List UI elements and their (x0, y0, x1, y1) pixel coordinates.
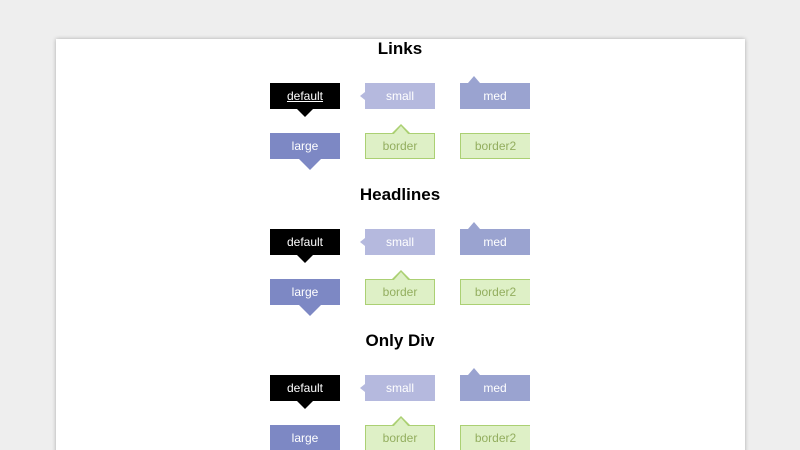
link-bubble-border2[interactable]: border2 (460, 133, 530, 159)
link-bubble-large[interactable]: large (270, 133, 340, 170)
div-bubble-border2: border2 (460, 425, 530, 450)
div-bubble-small: small (360, 375, 435, 401)
page-sheet: Links default small med large border bor… (55, 39, 745, 450)
headline-bubble-border: border (365, 270, 435, 305)
headline-bubble-border2: border2 (460, 279, 530, 305)
section-links: Links default small med large border bor… (56, 39, 745, 170)
link-bubble-small[interactable]: small (360, 83, 435, 109)
bubble-row: large border border2 (56, 416, 745, 450)
bubble-row: large border border2 (56, 270, 745, 316)
headline-bubble-large: large (270, 279, 340, 316)
headline-bubble-small: small (360, 229, 435, 255)
section-only-div: Only Div default small med large border … (56, 331, 745, 450)
link-bubble-med[interactable]: med (460, 76, 530, 109)
section-headlines: Headlines default small med large border… (56, 185, 745, 316)
bubble-row: default small med (56, 222, 745, 263)
link-bubble-border[interactable]: border (365, 124, 435, 159)
section-title-only-div: Only Div (365, 331, 435, 350)
bubble-row: default small med (56, 76, 745, 117)
div-bubble-default: default (270, 375, 340, 409)
section-title-headlines: Headlines (359, 185, 441, 204)
headline-bubble-med: med (460, 222, 530, 255)
headline-bubble-default: default (270, 229, 340, 263)
div-bubble-med: med (460, 368, 530, 401)
div-bubble-border: border (365, 416, 435, 450)
bubble-row: default small med (56, 368, 745, 409)
section-title-links: Links (377, 39, 423, 58)
div-bubble-large: large (270, 425, 340, 450)
link-bubble-default[interactable]: default (270, 83, 340, 117)
bubble-row: large border border2 (56, 124, 745, 170)
